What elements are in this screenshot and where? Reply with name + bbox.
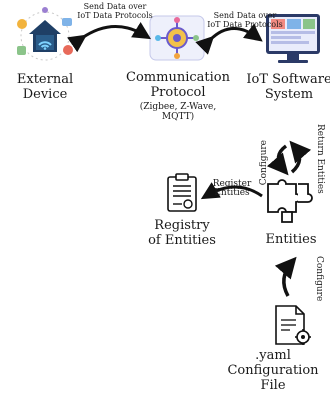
yaml-file-icon [272,304,314,348]
registry-label: Registry of Entities [144,218,220,248]
protocol-software-line1: Send Data over [213,11,277,20]
configure-bottom-label: Configure [314,256,324,302]
communication-protocol-icon [146,12,208,66]
entities-puzzle-icon [264,178,318,226]
return-entities-label: Return Entities [315,124,325,194]
registry-icon [164,172,200,214]
device-protocol-line2: IoT Data Protocols [77,11,153,20]
external-device-line2: Device [22,87,68,102]
communication-protocol-line2: Protocol [150,85,206,100]
protocol-software-label: Send Data over IoT Data Protocols [202,11,288,29]
device-protocol-line1: Send Data over [83,2,147,11]
external-device-label: External Device [8,72,82,102]
iot-software-icon [260,10,326,68]
iot-software-label: IoT Software System [246,72,330,102]
communication-protocol-label: Communication Protocol (Zigbee, Z-Wave, … [126,70,230,122]
yaml-line1: .yaml Configuration [227,348,319,378]
registry-line1: Registry [154,218,210,233]
device-protocol-label: Send Data over IoT Data Protocols [72,2,158,20]
entities-label: Entities [265,232,317,247]
communication-protocol-line1: Communication [126,70,230,85]
iot-software-line2: System [264,87,314,102]
external-device-line1: External [16,72,74,87]
registry-line2: of Entities [148,233,216,248]
protocol-software-line2: IoT Data Protocols [207,20,283,29]
yaml-label: .yaml Configuration File [216,348,330,393]
iot-software-line1: IoT Software [246,72,330,87]
register-entities-label: Register Entities [212,179,252,198]
communication-protocol-sub: (Zigbee, Z-Wave, MQTT) [139,102,217,122]
external-device-icon [14,6,76,64]
